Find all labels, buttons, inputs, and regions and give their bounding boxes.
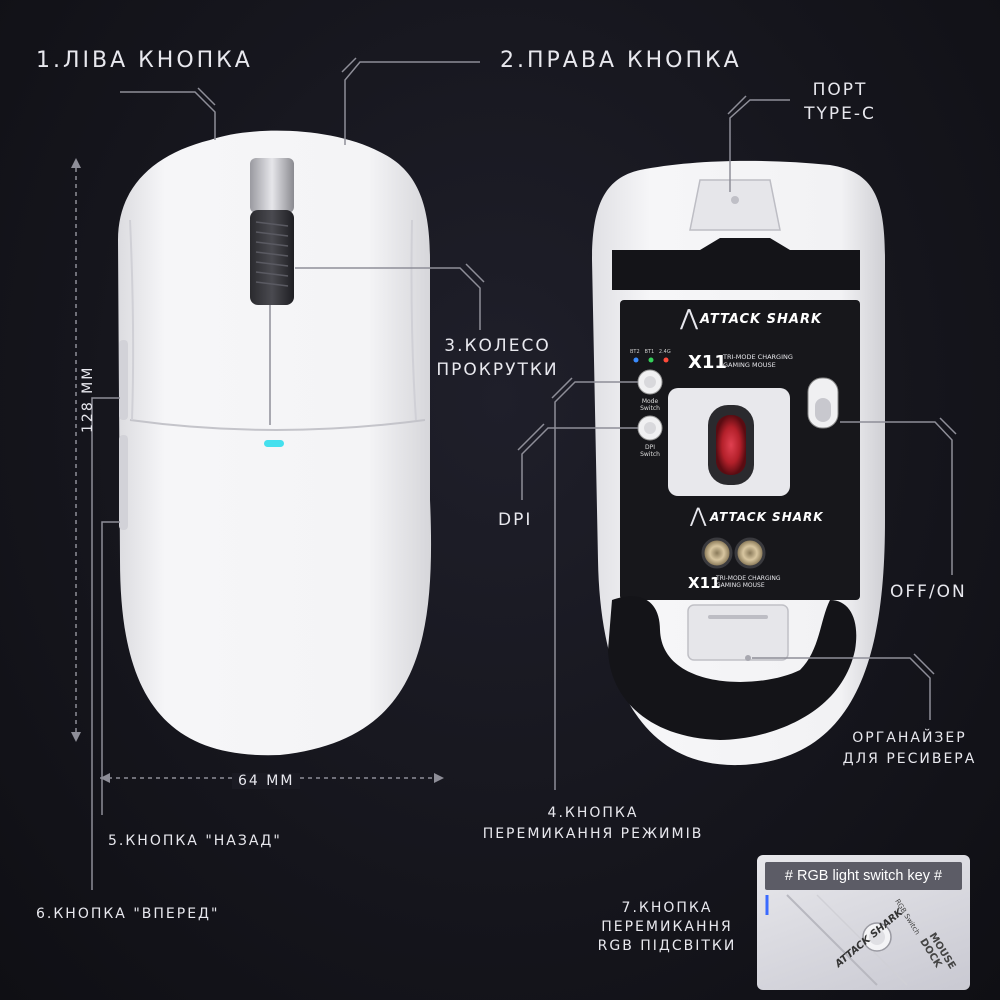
led-label-bt1: BT1: [644, 349, 655, 355]
led-label-24g: 2.4G: [658, 349, 671, 355]
label-rgb-line2: ПЕРЕМИКАННЯ: [601, 919, 733, 935]
label-mode-switch: 4.КНОПКА ПЕРЕМИКАННЯ РЕЖИМІВ: [452, 805, 734, 842]
usb-c-notch: [689, 179, 781, 231]
height-dimension: 128 MM: [80, 365, 96, 433]
dpi-switch-text-line2: Switch: [640, 451, 660, 458]
label-receiver-organizer: ОРГАНАЙЗЕР ДЛЯ РЕСИВЕРА: [822, 730, 997, 767]
subtitle-bottom: TRI-MODE CHARGING GAMING MOUSE: [716, 575, 781, 589]
model-bottom: X11: [688, 574, 721, 592]
mode-switch-text: Mode Switch: [630, 398, 670, 412]
dpi-switch-text-line1: DPI: [644, 444, 655, 451]
model-top: X11: [688, 352, 727, 373]
led-24g: [663, 357, 669, 363]
led-label-bt2: BT2: [630, 349, 640, 355]
subtitle-bottom-line2: GAMING MOUSE: [716, 582, 765, 589]
label-off-on: OFF/ON: [890, 582, 967, 602]
power-switch: [815, 398, 831, 422]
left-button-edge: [129, 219, 135, 421]
subtitle-top: TRI-MODE CHARGING GAMING MOUSE: [723, 353, 793, 369]
rgb-detail-panel: # RGB light switch key # ATTACK SHARK RG…: [757, 855, 970, 990]
label-left-button: 1.ЛІВА КНОПКА: [36, 48, 253, 73]
label-rgb-line3: RGB ПІДСВІТКИ: [597, 938, 737, 954]
label-scroll-wheel: 3.КОЛЕСО ПРОКРУТКИ: [425, 336, 570, 380]
led-labels: BT2 BT1 2.4G: [630, 349, 671, 355]
brand-bottom: ATTACK SHARK: [710, 510, 824, 524]
top-skate: [612, 238, 860, 290]
bottom-skate: [608, 596, 857, 740]
mode-switch-text-line1: Mode: [641, 398, 659, 405]
dpi-switch-text: DPI Switch: [630, 444, 670, 458]
label-right-button: 2.ПРАВА КНОПКА: [500, 48, 742, 73]
label-receiver-line2: ДЛЯ РЕСИВЕРА: [842, 751, 977, 767]
charge-pad-right: [734, 537, 766, 569]
usb-c-port: [731, 196, 739, 204]
subtitle-top-line2: GAMING MOUSE: [723, 361, 776, 369]
label-dpi: DPI: [498, 510, 533, 530]
rgb-panel-art: [765, 894, 908, 986]
led-bt1: [648, 357, 654, 363]
label-rgb-button: 7.КНОПКА ПЕРЕМИКАННЯ RGB ПІДСВІТКИ: [582, 900, 752, 954]
brand-logo-top-icon: ⋀: [680, 306, 701, 331]
label-mode-line2: ПЕРЕМИКАННЯ РЕЖИМІВ: [482, 826, 704, 842]
label-rgb-line1: 7.КНОПКА: [621, 900, 713, 916]
label-port-line1: ПОРТ: [812, 80, 868, 100]
label-scroll-line2: ПРОКРУТКИ: [436, 360, 559, 380]
status-led: [264, 440, 284, 447]
button-divider: [129, 419, 426, 431]
mode-switch-text-line2: Switch: [640, 405, 660, 412]
side-button-back: [119, 435, 128, 530]
brand-top: ATTACK SHARK: [700, 312, 823, 327]
label-port-line2: TYPE-C: [804, 104, 876, 124]
label-back-button: 5.КНОПКА "НАЗАД": [108, 833, 282, 849]
brand-logo-bottom-icon: ⋀: [690, 503, 709, 527]
label-port: ПОРТ TYPE-C: [790, 80, 890, 124]
scroll-wheel: [250, 210, 294, 305]
side-button-forward: [119, 340, 128, 420]
label-mode-line1: 4.КНОПКА: [547, 805, 639, 821]
label-scroll-line1: 3.КОЛЕСО: [444, 336, 551, 356]
subtitle-top-line1: TRI-MODE CHARGING: [723, 353, 793, 361]
led-bt2: [633, 357, 639, 363]
right-button-edge: [410, 219, 417, 421]
sensor: [716, 415, 746, 475]
label-forward-button: 6.КНОПКА "ВПЕРЕД": [36, 906, 220, 922]
charge-pad-left: [701, 537, 733, 569]
width-dimension: 64 MM: [232, 773, 301, 789]
rgb-panel-header: # RGB light switch key #: [765, 862, 962, 890]
scroll-wheel-top: [250, 158, 294, 213]
label-receiver-line1: ОРГАНАЙЗЕР: [852, 730, 967, 746]
subtitle-bottom-line1: TRI-MODE CHARGING: [716, 575, 781, 582]
